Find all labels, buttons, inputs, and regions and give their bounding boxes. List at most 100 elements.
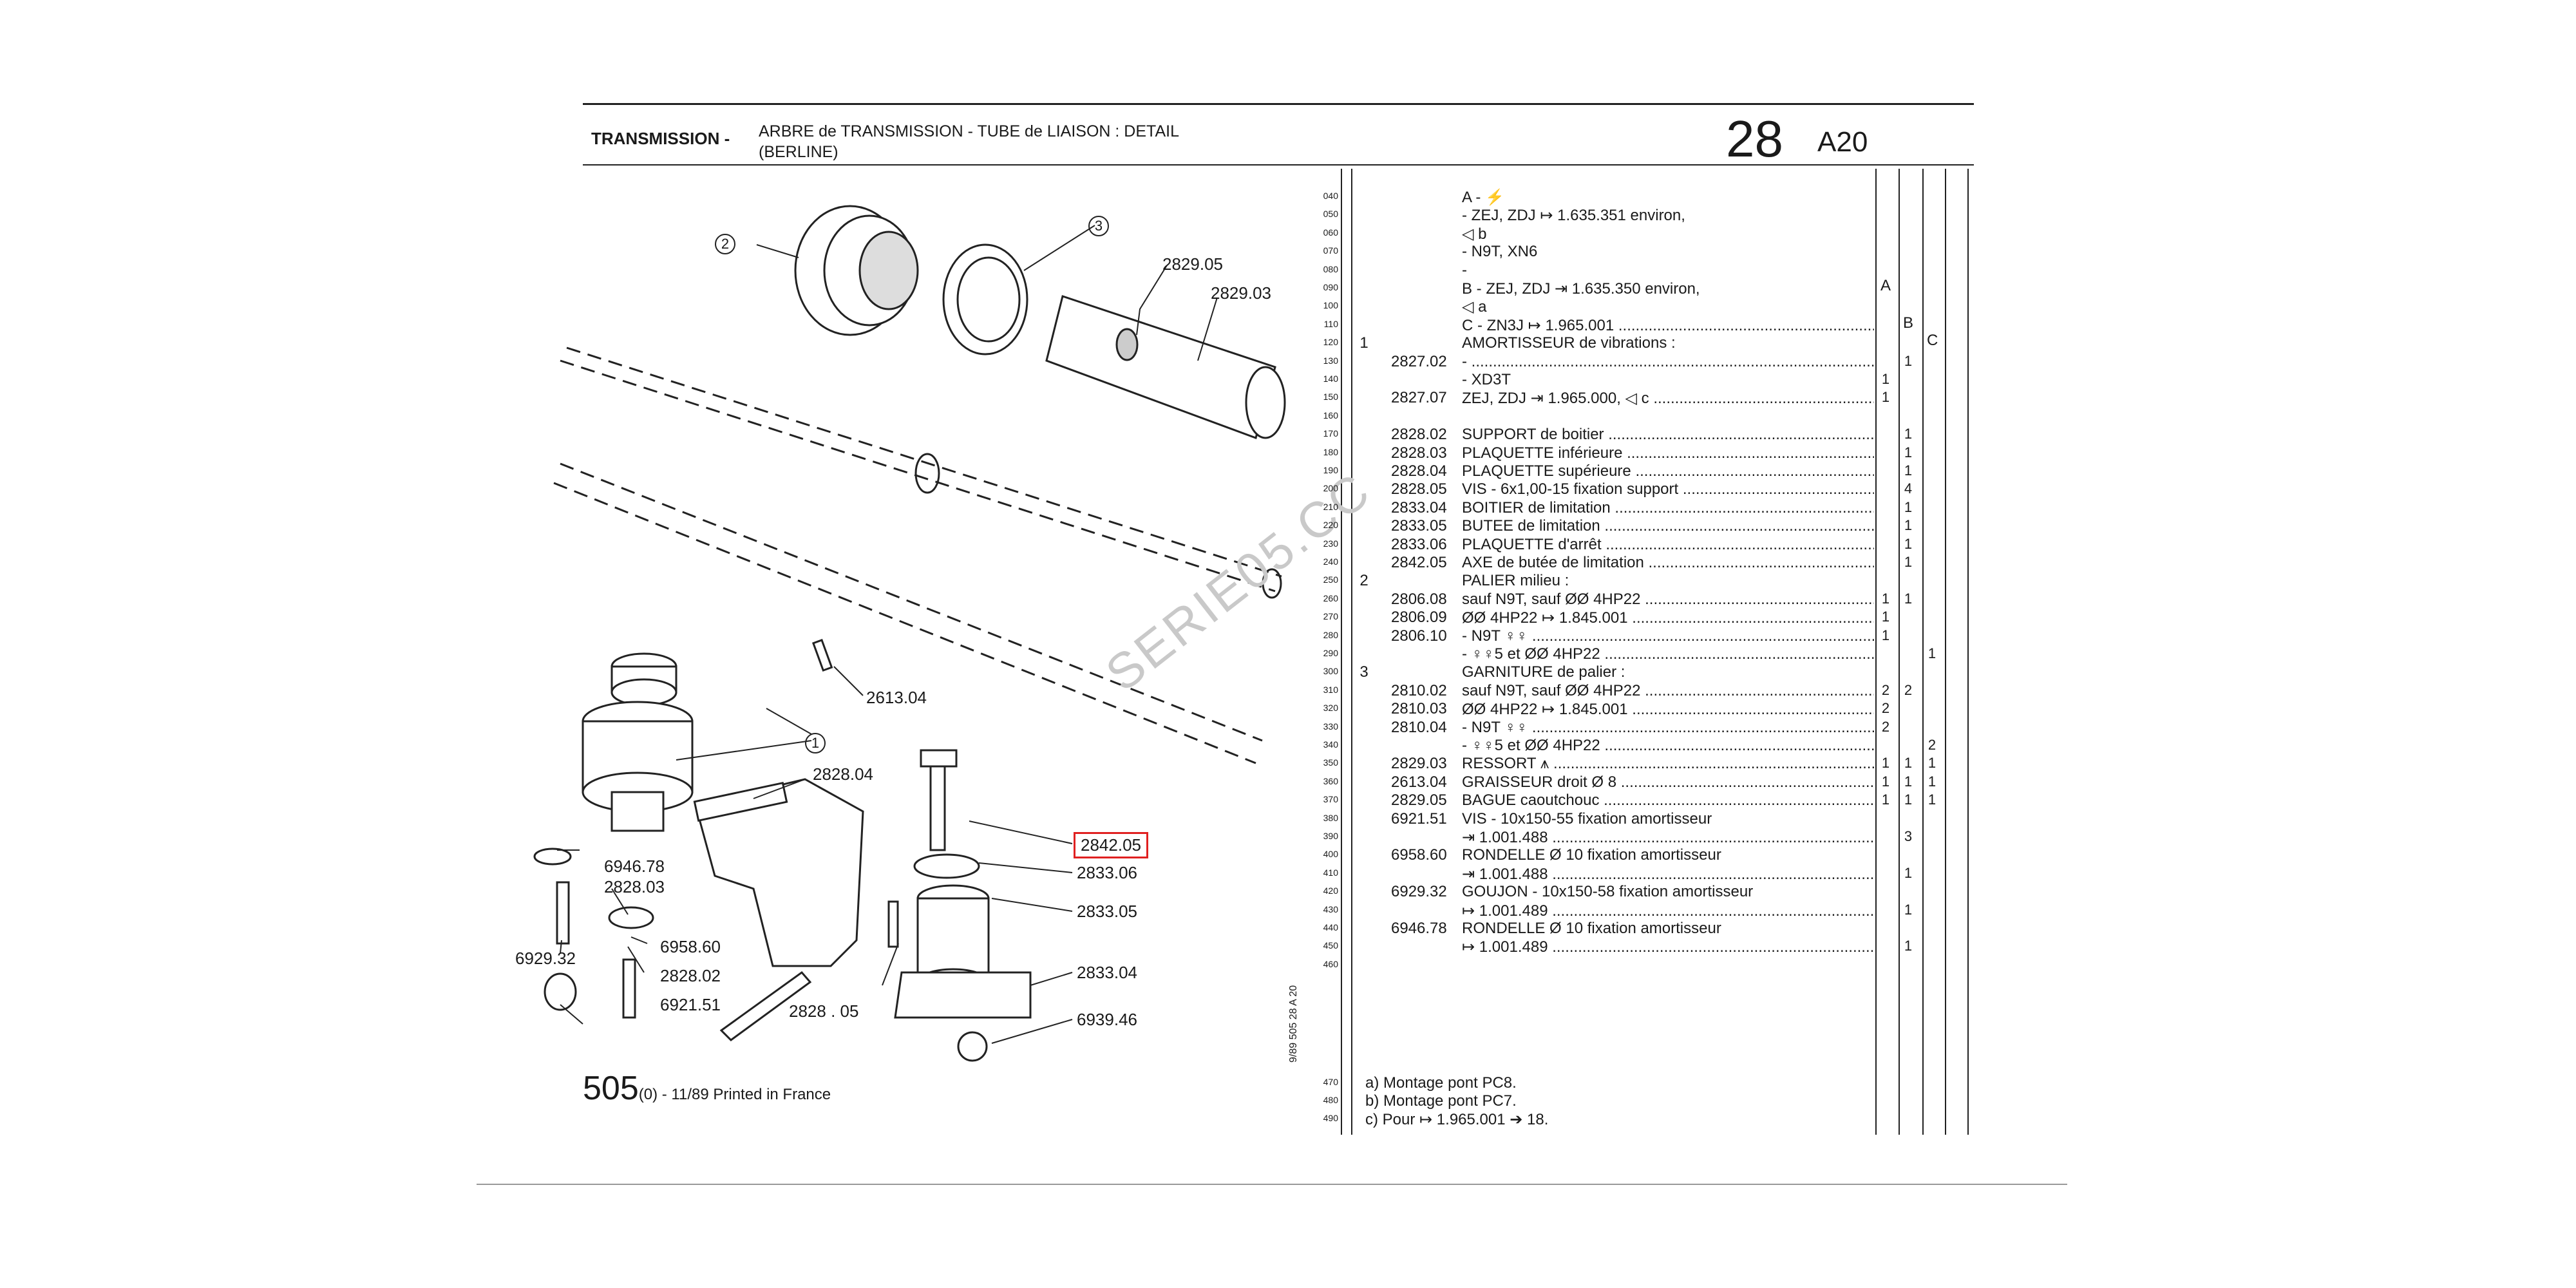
line-number: 320 [1323,703,1338,714]
column-header-b: B [1903,314,1914,332]
callout-6939-46: 6939.46 [1077,1010,1137,1029]
line-number: 360 [1323,775,1338,786]
line-number: 170 [1323,428,1338,439]
part-description: - ZEJ, ZDJ ↦ 1.635.351 environ, [1462,207,1685,225]
part-description: - ♀♀5 et ØØ 4HP22 [1462,645,1874,663]
callout-2842-05: 2842.05 [1074,832,1148,858]
callout-6929-32: 6929.32 [515,949,576,968]
part-description: - XD3T [1462,371,1511,388]
column-header-c: C [1927,332,1938,349]
part-reference: 2828.02 [1391,426,1447,444]
page-title: ARBRE de TRANSMISSION - TUBE de LIAISON … [759,121,1179,162]
quantity-b: 1 [1904,590,1913,607]
part-description: ↦ 1.001.489 [1462,938,1874,956]
part-description: sauf N9T, sauf ØØ 4HP22 [1462,682,1874,700]
quantity-b: 1 [1904,938,1913,954]
part-reference: 6946.78 [1391,920,1447,937]
line-number: 460 [1323,958,1338,969]
quantity-b: 1 [1904,791,1913,808]
section-label: TRANSMISSION - [591,129,730,148]
part-description: PLAQUETTE supérieure [1462,462,1874,480]
part-reference: 6929.32 [1391,883,1447,901]
quantity-b: 1 [1904,444,1913,460]
col-a-line [1875,169,1877,1135]
part-reference: 2828.04 [1391,462,1447,480]
quantity-a: 2 [1881,718,1890,735]
circled-label-2: 2 [715,234,735,254]
line-number: 110 [1323,318,1338,329]
line-number: 370 [1323,794,1338,805]
quantity-b: 1 [1904,462,1913,478]
part-description: ZEJ, ZDJ ⇥ 1.965.000, ◁ c [1462,389,1874,408]
part-description: BUTEE de limitation [1462,517,1874,535]
quantity-a: 1 [1881,627,1890,643]
part-description: - ♀♀5 et ØØ 4HP22 [1462,737,1874,755]
line-number: 210 [1323,501,1338,512]
part-description: RONDELLE Ø 10 fixation amortisseur [1462,846,1721,864]
quantity-a: 1 [1881,773,1890,790]
line-number: 220 [1323,520,1338,531]
quantity-a: 2 [1881,700,1890,717]
callout-2833-04: 2833.04 [1077,963,1137,982]
leader-lines [557,225,1218,1044]
group-number: 3 [1359,663,1368,681]
footnote: c) Pour ↦ 1.965.001 ➔ 18. [1365,1111,1549,1128]
table-divider-right [1351,169,1352,1135]
circled-label-3: 3 [1088,216,1109,236]
group-number: 2 [1359,572,1368,590]
part-description: - [1462,353,1874,371]
callout-2613-04: 2613.04 [866,688,927,707]
top-rule [583,103,1974,105]
part-description: PLAQUETTE d'arrêt [1462,536,1874,554]
line-number: 120 [1323,337,1338,348]
quantity-a: 2 [1881,681,1890,698]
page-number: 28 [1726,110,1783,167]
part-description: GOUJON - 10x150-58 fixation amortisseur [1462,883,1754,901]
part-reference: 2810.04 [1391,718,1447,736]
part-description: C - ZN3J ↦ 1.965.001 [1462,316,1874,335]
line-number: 070 [1323,245,1338,256]
part-description: AMORTISSEUR de vibrations : [1462,334,1676,352]
line-number: 400 [1323,849,1338,860]
line-number: 250 [1323,574,1338,585]
part-description: AXE de butée de limitation [1462,554,1874,572]
line-number: 420 [1323,886,1338,896]
line-number: 330 [1323,721,1338,732]
part-description: PALIER milieu : [1462,572,1569,590]
quantity-a: 1 [1881,755,1890,772]
quantity-a: 1 [1881,590,1890,607]
line-number: 300 [1323,666,1338,677]
quantity-b: 1 [1904,426,1913,442]
part-description: RESSORT ⩚ [1462,755,1874,773]
part-description: ◁ b [1462,225,1487,243]
callout-2829-05: 2829.05 [1162,254,1223,274]
circled-label-1: 1 [805,733,826,753]
column-header-a: A [1880,277,1891,294]
footnote: b) Montage pont PC7. [1365,1092,1517,1110]
support-bracket [693,778,864,967]
part-description: VIS - 10x150-55 fixation amortisseur [1462,810,1712,828]
quantity-b: 4 [1904,480,1913,497]
part-reference: 2613.04 [1391,773,1447,791]
part-description: sauf N9T, sauf ØØ 4HP22 [1462,591,1874,609]
part-description: PLAQUETTE inférieure [1462,444,1874,462]
group-number: 1 [1359,334,1368,352]
note-line-number: 480 [1323,1095,1338,1105]
note-line-number: 490 [1323,1113,1338,1123]
vertical-label: 9/89 505 28 A 20 [1288,985,1299,1063]
line-number: 430 [1323,904,1338,914]
quantity-b: 1 [1904,352,1913,369]
header-rule [583,164,1974,166]
callout-2828-03: 2828.03 [604,877,665,896]
part-reference: 2833.04 [1391,498,1447,516]
line-number: 140 [1323,374,1338,384]
line-number: 160 [1323,410,1338,421]
line-number: 050 [1323,209,1338,220]
line-number: 410 [1323,867,1338,878]
part-description: SUPPORT de boitier [1462,426,1874,444]
bottom-rule [477,1184,2067,1185]
title-line-1: ARBRE de TRANSMISSION - TUBE de LIAISON … [759,122,1179,140]
part-reference: 6958.60 [1391,846,1447,864]
line-number: 390 [1323,831,1338,841]
